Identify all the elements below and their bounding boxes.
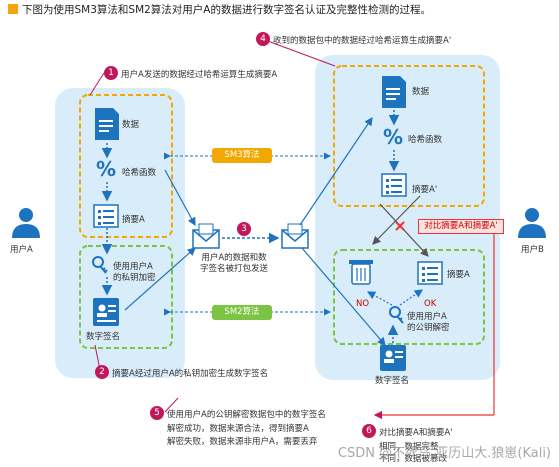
receiver-digest-prime-icon — [381, 173, 407, 197]
step-2-badge: 2 — [95, 365, 109, 379]
receiver-digest-prime-label: 摘要A' — [412, 185, 438, 195]
compare-badge: 对比摘要A和摘要A' — [418, 219, 504, 234]
receiver-signature-icon — [380, 345, 406, 371]
step-6-bullet-2: 不同，数据被篡改 — [379, 454, 448, 464]
receiver-hash-icon: % — [383, 125, 403, 149]
sender-hash-label: 哈希函数 — [122, 168, 157, 178]
mismatch-x-icon — [395, 221, 405, 231]
step-6-text: 对比摘要A和摘要A' — [379, 428, 453, 438]
sender-signature-icon — [93, 298, 119, 326]
sender-data-doc-icon — [95, 108, 119, 140]
sender-hash-box — [79, 94, 173, 238]
private-key-icon — [92, 256, 108, 274]
step-5-text: 使用用户A的公钥解密数据包中的数字签名 — [167, 410, 326, 420]
step-4-badge: 4 — [256, 32, 270, 46]
step-5-bullet-2: 解密失败，数据来源非用户A，需要丢弃 — [167, 437, 318, 447]
user-b-icon — [518, 208, 546, 238]
title-marker — [8, 4, 18, 14]
receiver-hash-label: 哈希函数 — [408, 135, 443, 145]
receiver-data-label: 数据 — [412, 87, 430, 97]
step-1-badge: 1 — [104, 66, 118, 80]
receiver-digest-label: 摘要A — [447, 270, 470, 280]
sender-digest-label: 摘要A — [122, 215, 145, 225]
discard-trash-icon — [349, 260, 373, 285]
page-title: 下图为使用SM3算法和SM2算法对用户A的数据进行数字签名认证及完整性检测的过程… — [22, 4, 431, 16]
public-key-icon — [389, 306, 404, 324]
watermark: CSDN @不死鸟.亚历山大.狼崽(Kali) — [337, 446, 551, 461]
step-5-bullet-1: 解密成功，数据来源合法，得到摘要A — [167, 424, 309, 434]
user-a-label: 用户A — [10, 245, 33, 255]
receiver-digest-icon — [417, 261, 443, 285]
package-label: 用户A的数据和数 字签名被打包发送 — [200, 253, 269, 274]
sm2-badge: SM2算法 — [212, 305, 272, 320]
receiver-verify-box — [333, 249, 485, 345]
step-1-text: 用户A发送的数据经过哈希运算生成摘要A — [121, 70, 278, 80]
user-a-icon — [12, 208, 40, 238]
step-6-bullet-1: 相同，数据完整 — [379, 442, 439, 452]
step-4-text: 收到的数据包中的数据经过哈希运算生成摘要A' — [273, 36, 452, 46]
step-6-badge: 6 — [362, 424, 376, 438]
step-3-badge: 3 — [237, 222, 251, 236]
receiver-panel — [315, 55, 500, 380]
sender-data-label: 数据 — [122, 120, 140, 130]
envelope-right-icon — [281, 223, 309, 249]
private-key-label: 使用用户A 的私钥加密 — [113, 262, 156, 283]
sender-panel — [55, 88, 185, 378]
user-b-label: 用户B — [521, 245, 544, 255]
receiver-data-doc-icon — [382, 76, 406, 108]
sender-hash-icon: % — [96, 157, 116, 181]
receiver-signature-label: 数字签名 — [375, 376, 410, 386]
ok-label: OK — [424, 299, 437, 309]
sender-signature-label: 数字签名 — [86, 332, 121, 342]
sm3-badge: SM3算法 — [212, 148, 272, 163]
step-5-badge: 5 — [150, 406, 164, 420]
public-key-label: 使用用户A 的公钥解密 — [407, 312, 450, 333]
step-2-text: 摘要A经过用户A的私钥加密生成数字签名 — [112, 369, 269, 379]
receiver-hash-box — [333, 65, 485, 207]
sender-digest-icon — [93, 204, 119, 228]
envelope-left-icon — [192, 223, 220, 249]
sender-sign-box — [79, 245, 173, 349]
no-label: NO — [356, 299, 370, 309]
